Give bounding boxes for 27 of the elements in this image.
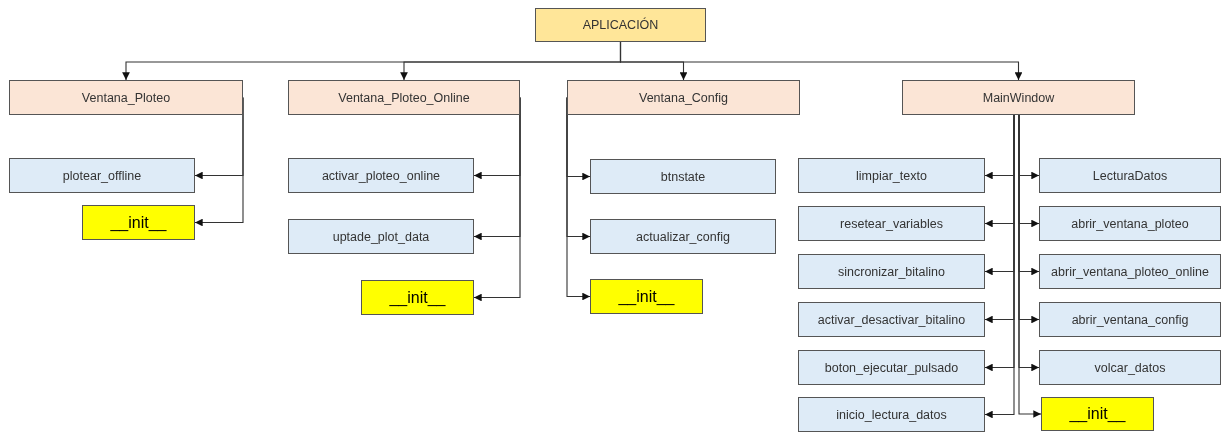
method-box: limpiar_texto [798,158,985,193]
constructor-box: __init__ [590,279,703,314]
method-box: btnstate [590,159,776,194]
method-box: abrir_ventana_config [1039,302,1221,337]
class-box: Ventana_Ploteo [9,80,243,115]
connector-arrow [619,41,1023,81]
method-box: activar_ploteo_online [288,158,474,193]
method-box: inicio_lectura_datos [798,397,985,432]
class-box: Ventana_Config [567,80,800,115]
method-box: sincronizar_bitalino [798,254,985,289]
class-box: Ventana_Ploteo_Online [288,80,520,115]
method-box: LecturaDatos [1039,158,1221,193]
method-box: abrir_ventana_ploteo [1039,206,1221,241]
constructor-box: __init__ [361,280,474,315]
method-box: resetear_variables [798,206,985,241]
class-box: APLICACIÓN [535,8,706,42]
method-box: volcar_datos [1039,350,1221,385]
method-box: abrir_ventana_ploteo_online [1039,254,1221,289]
method-box: boton_ejecutar_pulsado [798,350,985,385]
constructor-box: __init__ [82,205,195,240]
constructor-box: __init__ [1041,397,1154,431]
method-box: uptade_plot_data [288,219,474,254]
method-box: actualizar_config [590,219,776,254]
connector-arrow [1018,114,1042,418]
class-box: MainWindow [902,80,1135,115]
method-box: plotear_offline [9,158,195,193]
method-box: activar_desactivar_bitalino [798,302,985,337]
